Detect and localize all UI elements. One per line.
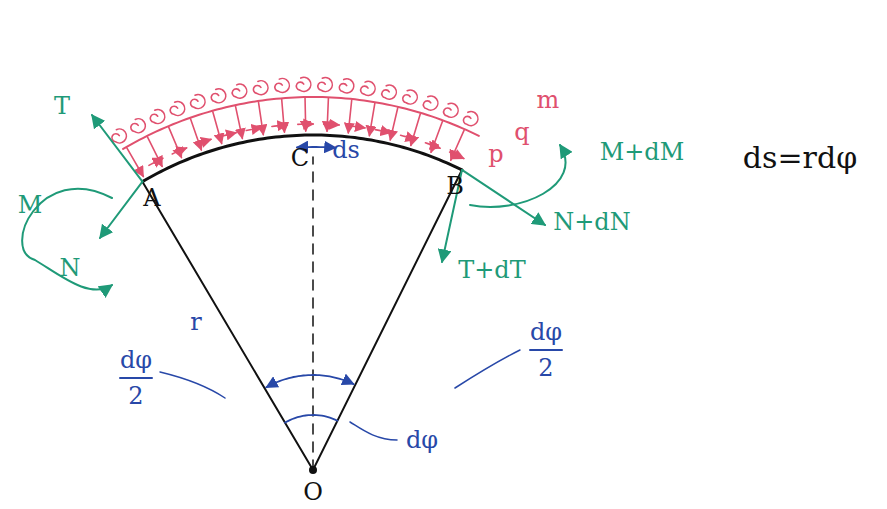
label: M: [18, 193, 43, 217]
tangential-load-arrow: [272, 125, 287, 127]
moment-load-curl: [318, 78, 332, 92]
moment-load-curl: [444, 103, 458, 117]
center-point: [309, 466, 317, 474]
normal-force-arrow: [100, 182, 142, 238]
radial-load-arrow: [369, 103, 374, 136]
label: r: [190, 310, 201, 334]
label: T: [54, 94, 70, 118]
leader-line: [160, 372, 225, 398]
moment-load-curl: [296, 77, 310, 91]
tangential-load-arrow: [298, 123, 314, 125]
moment-load-curl: [211, 89, 225, 103]
label: p: [488, 142, 503, 166]
label: dφ: [406, 428, 438, 452]
moment-load-curl: [170, 102, 184, 116]
tangential-load-arrow: [221, 133, 236, 137]
center-line: [312, 157, 314, 470]
tangential-load-arrow: [401, 135, 416, 139]
moment-load-curl: [253, 81, 267, 95]
moment-load-curl: [275, 78, 289, 92]
half-angle-arc: [266, 375, 313, 387]
tangential-load-arrow: [246, 128, 261, 131]
normal-force-arrow: [462, 170, 545, 225]
tangential-load-arrow: [324, 123, 340, 125]
radial-load-arrow: [147, 137, 162, 167]
radial-load-arrow: [282, 99, 285, 132]
tangential-load-arrow: [425, 143, 440, 148]
label: ds=rdφ: [743, 143, 857, 173]
tangential-load-arrow: [375, 130, 390, 133]
moment-load-curl: [191, 95, 205, 109]
sector-radius: [142, 170, 461, 470]
radial-load-arrow: [304, 98, 306, 131]
moment-load-curl: [150, 110, 164, 124]
label: ds: [332, 138, 360, 162]
label: m: [537, 88, 560, 112]
label: 2: [538, 356, 553, 380]
radial-load-arrow: [411, 114, 421, 146]
shear-force-arrow: [92, 115, 142, 182]
tangential-load-arrow: [196, 139, 211, 144]
radial-load-arrow: [213, 112, 222, 144]
label: dφ: [530, 320, 562, 344]
label: C: [291, 146, 309, 170]
moment-load-curl: [339, 79, 353, 93]
label: N: [60, 256, 81, 280]
load-outline: [123, 97, 479, 149]
moment-load-curl: [361, 81, 375, 95]
label: dφ: [120, 348, 152, 372]
label: N+dN: [553, 210, 630, 234]
tangential-load-arrow: [450, 152, 464, 158]
radial-load-arrow: [348, 100, 351, 133]
moment-load-curl: [463, 112, 477, 126]
moment-load-curl: [112, 129, 126, 143]
angle-arc: [285, 415, 337, 423]
radial-load-arrow: [235, 106, 242, 138]
label: 2: [128, 384, 143, 408]
radial-load-arrow: [258, 102, 263, 135]
label: O: [303, 480, 323, 504]
label: q: [514, 120, 529, 144]
label: A: [143, 186, 160, 210]
tangential-load-arrow: [350, 126, 365, 128]
moment-load-curl: [403, 90, 417, 104]
moment-load-curl: [382, 85, 396, 99]
moment-load-curl: [423, 96, 437, 110]
label: B: [446, 174, 464, 198]
half-angle-arc: [313, 375, 354, 384]
radial-load-arrow: [190, 119, 201, 150]
tangential-load-arrow: [149, 158, 163, 165]
leader-line: [350, 422, 397, 440]
radial-load-arrow: [390, 108, 398, 140]
tangential-load-arrow: [172, 148, 186, 154]
label: M+dM: [600, 140, 685, 164]
radial-load-arrow: [327, 98, 328, 131]
moment-load-curl: [232, 84, 246, 98]
fraction-bar: [530, 349, 562, 351]
moment-arrow: [470, 145, 566, 207]
moment-load-curl: [131, 119, 145, 133]
leader-line: [455, 350, 520, 388]
label: T+dT: [458, 258, 526, 282]
beam-arc: [142, 135, 461, 182]
fraction-bar: [120, 377, 152, 379]
